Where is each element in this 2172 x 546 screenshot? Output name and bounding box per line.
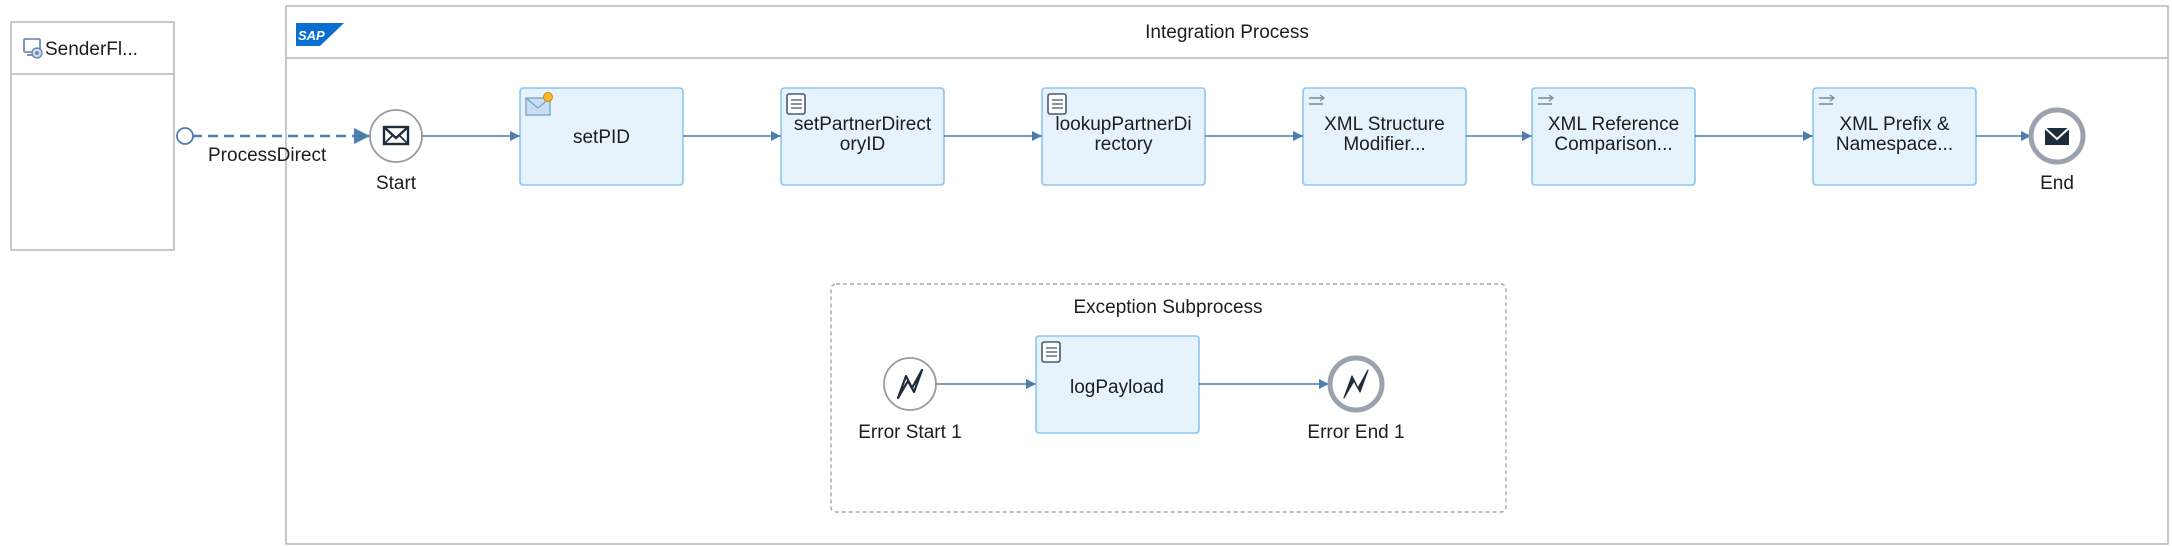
step-label: XML Prefix & [1839, 114, 1949, 135]
start-event[interactable]: Start [369, 109, 423, 194]
sender-label: SenderFl... [45, 39, 138, 60]
error-start-event[interactable]: Error Start 1 [858, 357, 962, 443]
script-icon [786, 93, 806, 115]
step-label: setPartnerDirect [794, 114, 932, 135]
sap-logo-text: SAP [298, 28, 325, 43]
script-icon [1047, 93, 1067, 115]
step-logpayload[interactable]: logPayload [1035, 335, 1200, 434]
adapter-label: ProcessDirect [208, 145, 327, 166]
message-envelope-icon [382, 125, 410, 146]
exception-subprocess[interactable]: Exception Subprocess Error Start 1 logPa… [830, 283, 1507, 513]
step-label: Comparison... [1554, 134, 1672, 155]
step-label: setPID [573, 127, 630, 148]
step-label: Modifier... [1343, 134, 1425, 155]
sender-participant[interactable]: SenderFl... [10, 21, 175, 251]
sap-logo: SAP [296, 23, 344, 46]
process-call-icon [1819, 94, 1836, 105]
error-bolt-icon [896, 368, 924, 400]
error-end-bolt-icon [1343, 369, 1369, 399]
exception-subprocess-title: Exception Subprocess [1073, 297, 1262, 318]
process-call-icon [1309, 94, 1326, 105]
script-icon [1041, 341, 1061, 363]
connection-origin-circle [176, 127, 194, 145]
process-direct-connection[interactable]: ProcessDirect [176, 127, 370, 166]
step-xml-structuremodifier[interactable]: XML StructureModifier... [1302, 87, 1467, 186]
end-event[interactable]: End [2028, 107, 2086, 194]
process-call-icon [1538, 94, 1555, 105]
error-start-label: Error Start 1 [858, 422, 961, 443]
error-end-label: Error End 1 [1307, 422, 1404, 443]
step-label: lookupPartnerDi [1055, 114, 1191, 135]
step-label: XML Reference [1548, 114, 1679, 135]
start-event-label: Start [376, 173, 417, 194]
end-event-label: End [2040, 173, 2074, 194]
step-label: rectory [1094, 134, 1153, 155]
integration-process-title: Integration Process [1145, 22, 1309, 43]
step-setpid[interactable]: setPID [519, 87, 684, 186]
sender-system-icon [23, 38, 43, 59]
step-xml-referencecomparison[interactable]: XML ReferenceComparison... [1531, 87, 1696, 186]
step-label: Namespace... [1836, 134, 1953, 155]
content-modifier-icon [525, 92, 553, 116]
end-message-envelope-icon [2044, 127, 2070, 145]
step-label: oryID [840, 134, 885, 155]
step-label: XML Structure [1324, 114, 1445, 135]
error-end-event[interactable]: Error End 1 [1307, 355, 1405, 443]
step-xml-prefix-namespace[interactable]: XML Prefix &Namespace... [1812, 87, 1977, 186]
step-label: logPayload [1070, 377, 1164, 398]
